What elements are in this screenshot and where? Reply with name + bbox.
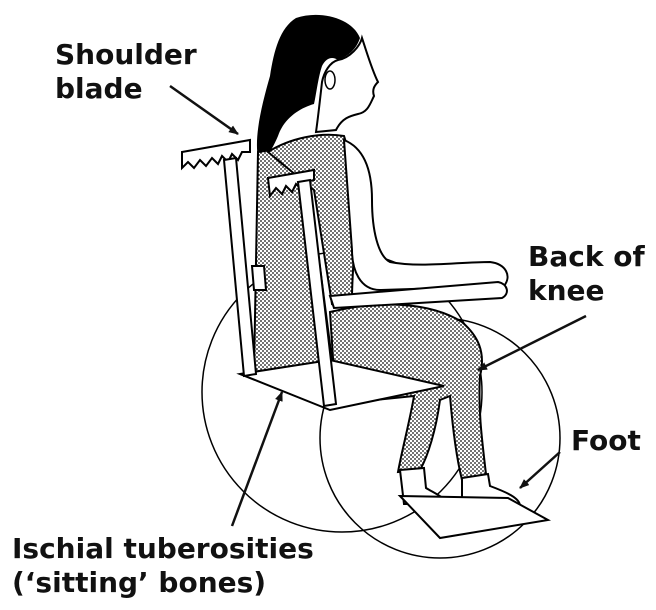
- label-ischial-line2: (‘sitting’ bones): [12, 566, 314, 600]
- label-back-of-knee-line2: knee: [528, 274, 645, 308]
- label-shoulder-blade-line1: Shoulder: [55, 38, 197, 72]
- label-back-of-knee: Back of knee: [528, 240, 645, 308]
- label-ischial-line1: Ischial tuberosities: [12, 532, 314, 566]
- footrest: [400, 496, 548, 538]
- arm: [344, 140, 508, 290]
- foot-arrow: [520, 452, 560, 488]
- label-shoulder-blade-line2: blade: [55, 72, 197, 106]
- ear: [325, 71, 335, 89]
- label-back-of-knee-line1: Back of: [528, 240, 645, 274]
- ischial-arrow: [232, 392, 282, 526]
- left-handle: [182, 140, 250, 168]
- label-shoulder-blade: Shoulder blade: [55, 38, 197, 106]
- label-foot: Foot: [571, 424, 641, 458]
- label-ischial-tuberosities: Ischial tuberosities (‘sitting’ bones): [12, 532, 314, 600]
- label-foot-line1: Foot: [571, 424, 641, 458]
- back-strut: [252, 266, 266, 290]
